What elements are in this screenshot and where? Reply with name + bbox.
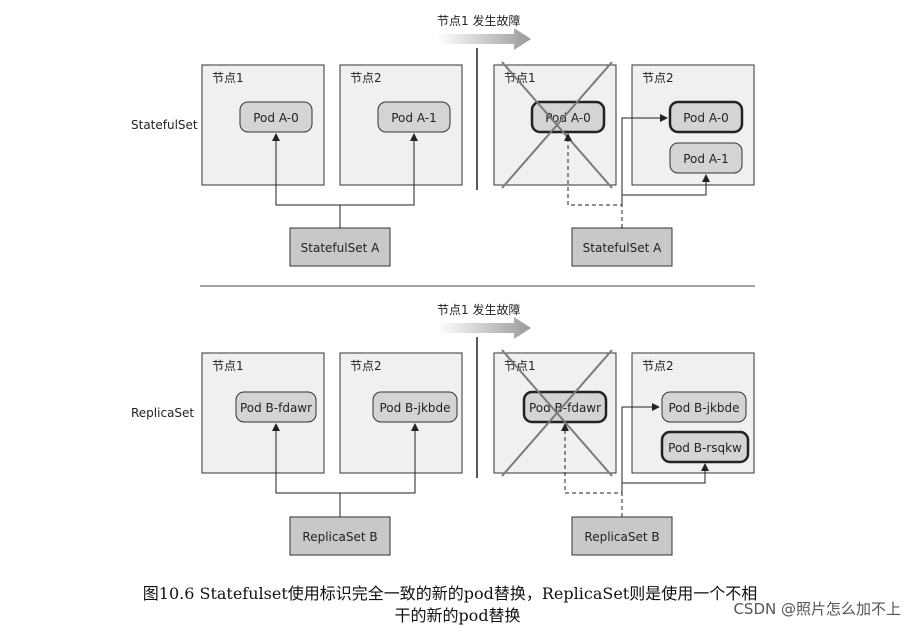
node2-label: 节点2 (642, 71, 674, 85)
pod-box (669, 142, 743, 174)
failure-label: 节点1 发生故障 (437, 302, 520, 317)
pod-box (239, 101, 313, 133)
failed-pod-label: Pod B-fdawr (529, 401, 601, 415)
connector-arrow (272, 423, 341, 517)
controller-label: ReplicaSet B (302, 530, 377, 544)
node1-label: 节点1 (212, 71, 244, 85)
cross-icon (501, 61, 613, 189)
failure-arrow-icon (437, 28, 531, 50)
controller-box (289, 516, 391, 556)
controller-label: StatefulSet A (583, 241, 662, 255)
statefulset-row: StatefulSet 节点1 发生故障 节点1 Pod A-0 节点2 Pod… (131, 13, 755, 267)
connector-arrow (622, 174, 710, 196)
pod-box (372, 391, 458, 423)
controller-box (289, 227, 391, 267)
node2-label: 节点2 (642, 359, 674, 373)
new-pod-label: Pod A-0 (683, 111, 729, 125)
pod-box (377, 101, 451, 133)
failure-arrow-icon (437, 317, 531, 339)
pod-label: Pod A-1 (683, 152, 729, 166)
controller-label: ReplicaSet B (584, 530, 659, 544)
node2-label: 节点2 (350, 71, 382, 85)
connector-arrow (622, 463, 709, 484)
cross-icon (501, 349, 613, 477)
figure-caption-line2: 干的新的pod替换 (394, 606, 521, 625)
watermark: CSDN @照片怎么加不上 (733, 600, 901, 618)
new-pod-box (668, 100, 744, 134)
lost-connector-arrow (564, 133, 623, 228)
row-label-statefulset: StatefulSet (131, 118, 198, 132)
pod-label: Pod A-1 (391, 111, 437, 125)
controller-box (571, 227, 673, 267)
failed-pod-box (530, 100, 606, 134)
lost-connector-arrow (561, 423, 623, 517)
connector-arrow (340, 133, 418, 206)
figure-caption-line1: 图10.6 Statefulset使用标识完全一致的新的pod替换，Replic… (142, 584, 758, 603)
pod-label: Pod B-fdawr (240, 401, 312, 415)
pod-box (235, 391, 317, 423)
row-label-replicaset: ReplicaSet (131, 406, 194, 420)
node2-label: 节点2 (350, 359, 382, 373)
pod-label: Pod A-0 (253, 111, 299, 125)
controller-box (571, 516, 673, 556)
new-pod-label: Pod B-rsqkw (668, 441, 742, 455)
failed-pod-label: Pod A-0 (545, 111, 591, 125)
pod-label: Pod B-jkbde (379, 401, 450, 415)
connector-arrow (340, 423, 419, 494)
connector-arrow (621, 114, 668, 205)
controller-label: StatefulSet A (301, 241, 380, 255)
pod-box (661, 391, 747, 423)
connector-arrow (621, 403, 660, 493)
node1-label: 节点1 (212, 359, 244, 373)
connector-arrow (272, 133, 341, 228)
new-pod-box (660, 430, 750, 464)
pod-label: Pod B-jkbde (668, 401, 739, 415)
replicaset-row: ReplicaSet 节点1 发生故障 节点1 Pod B-fdawr 节点2 … (131, 302, 755, 556)
failure-label: 节点1 发生故障 (437, 13, 520, 28)
